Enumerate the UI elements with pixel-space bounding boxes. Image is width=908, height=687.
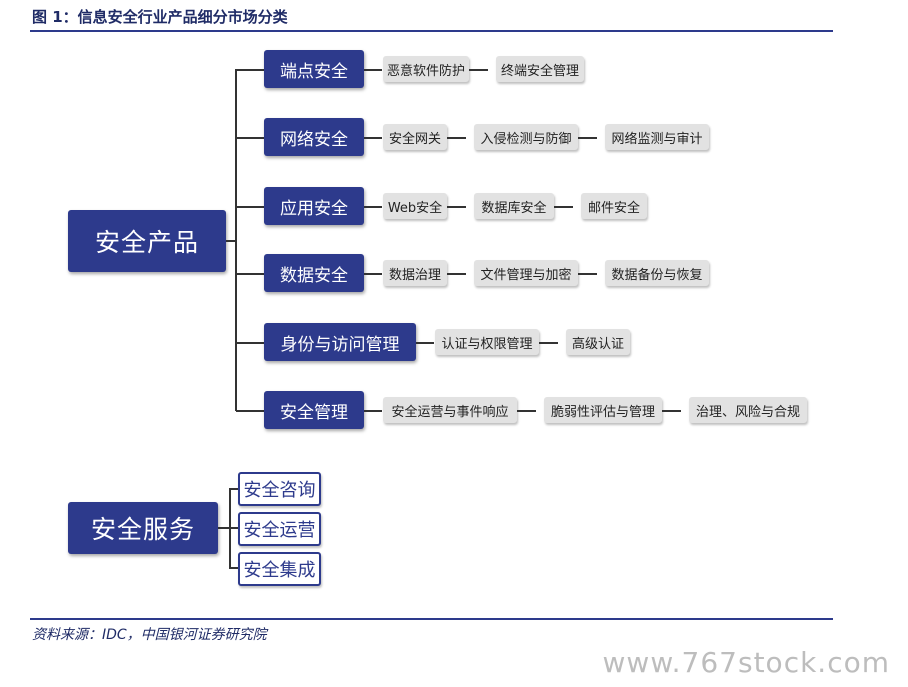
- connector: [218, 527, 230, 529]
- subcategory-box: 入侵检测与防御: [474, 124, 578, 150]
- connector: [236, 206, 264, 208]
- connector: [236, 410, 264, 412]
- category-box: 应用安全: [264, 187, 364, 225]
- subcategory-box: 网络监测与审计: [605, 124, 709, 150]
- category-box: 安全管理: [264, 391, 364, 429]
- connector: [364, 69, 382, 71]
- subcategory-box: 邮件安全: [581, 193, 647, 219]
- connector: [469, 69, 488, 71]
- subcategory-box: 数据治理: [383, 260, 447, 286]
- watermark: www.767stock.com: [602, 646, 890, 679]
- subcategory-box: 脆弱性评估与管理: [544, 397, 662, 423]
- connector: [236, 273, 264, 275]
- category-box: 数据安全: [264, 254, 364, 292]
- connector: [447, 137, 466, 139]
- subcategory-box: 认证与权限管理: [435, 329, 539, 355]
- connector: [554, 206, 573, 208]
- connector: [447, 206, 466, 208]
- figure-title: 图 1：信息安全行业产品细分市场分类: [32, 8, 288, 26]
- connector: [578, 273, 597, 275]
- service-operations: 安全运营: [238, 512, 321, 546]
- top-rule: [30, 30, 833, 32]
- bottom-rule: [30, 618, 833, 620]
- source-note: 资料来源：IDC，中国银河证券研究院: [32, 627, 267, 643]
- subcategory-box: 数据备份与恢复: [605, 260, 709, 286]
- connector: [229, 527, 239, 529]
- connector: [364, 273, 382, 275]
- connector: [229, 567, 239, 569]
- connector: [236, 69, 264, 71]
- subcategory-box: 高级认证: [566, 329, 630, 355]
- subcategory-box: 文件管理与加密: [474, 260, 578, 286]
- category-box: 身份与访问管理: [264, 323, 416, 361]
- connector: [364, 137, 382, 139]
- subcategory-box: 安全运营与事件响应: [383, 397, 517, 423]
- subcategory-box: Web安全: [383, 193, 447, 219]
- trunk-line: [235, 69, 237, 411]
- connector: [236, 342, 264, 344]
- connector: [416, 342, 434, 344]
- subcategory-box: 终端安全管理: [496, 56, 584, 82]
- connector: [364, 206, 382, 208]
- connector: [517, 410, 536, 412]
- service-integration: 安全集成: [238, 552, 321, 586]
- category-box: 网络安全: [264, 118, 364, 156]
- root-security-products: 安全产品: [68, 210, 226, 272]
- connector: [578, 137, 597, 139]
- connector: [364, 410, 382, 412]
- connector: [447, 273, 466, 275]
- category-box: 端点安全: [264, 50, 364, 88]
- connector: [226, 240, 236, 242]
- subcategory-box: 恶意软件防护: [383, 56, 469, 82]
- connector: [229, 488, 239, 490]
- subcategory-box: 数据库安全: [474, 193, 554, 219]
- subcategory-box: 安全网关: [383, 124, 447, 150]
- connector: [662, 410, 681, 412]
- service-consulting: 安全咨询: [238, 472, 321, 506]
- connector: [539, 342, 558, 344]
- root-security-services: 安全服务: [68, 502, 218, 554]
- connector: [236, 137, 264, 139]
- subcategory-box: 治理、风险与合规: [689, 397, 807, 423]
